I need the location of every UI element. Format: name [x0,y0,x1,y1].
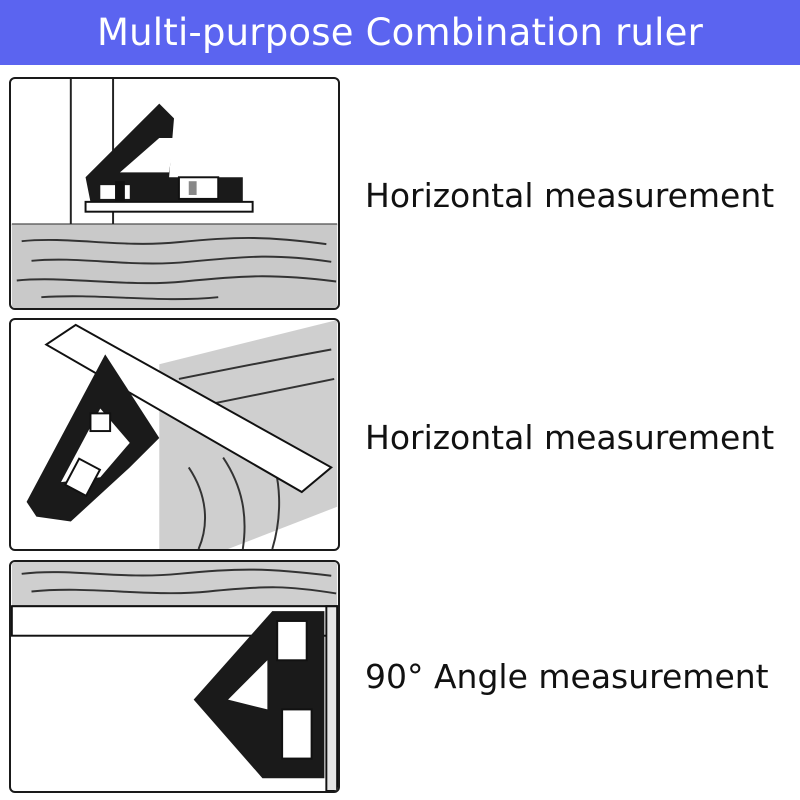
page-title: Multi-purpose Combination ruler [0,0,800,65]
illustration-panel-2 [9,318,340,551]
illustration-panel-1 [9,77,340,310]
caption-3: 90° Angle measurement [365,657,769,696]
caption-1: Horizontal measurement [365,176,775,215]
caption-2: Horizontal measurement [365,418,775,457]
ruler-90-degree-corner-icon [11,562,338,791]
ruler-on-wood-horizontal-icon [11,79,338,308]
ruler-on-tilted-board-icon [26,320,338,549]
illustration-panel-3 [9,560,340,793]
